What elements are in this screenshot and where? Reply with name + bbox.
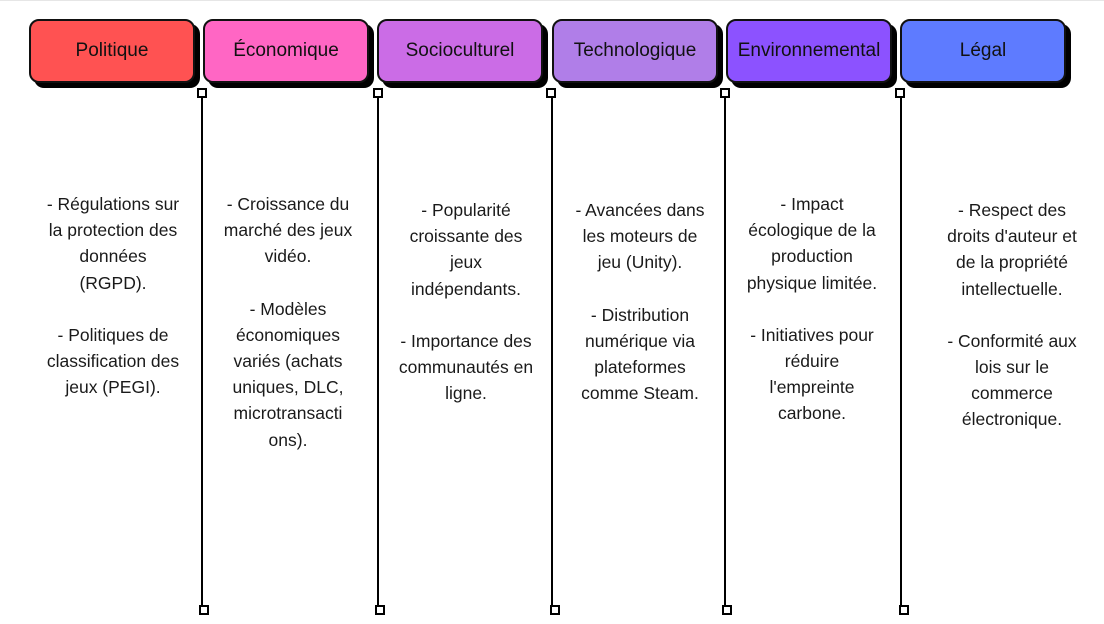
- connector-node-top: [895, 88, 905, 98]
- column-paragraph: - Politiques de classification des jeux …: [46, 324, 180, 398]
- column-paragraph: - Popularité croissante des jeux indépen…: [409, 200, 523, 299]
- column-paragraph: - Distribution numérique via plateformes…: [581, 304, 699, 404]
- column-text-economique: - Croissance du marché des jeux vidéo. -…: [219, 191, 357, 453]
- header-socioculturel: Socioculturel: [377, 19, 543, 83]
- column-text-legal: - Respect des droits d'auteur et de la p…: [942, 197, 1082, 433]
- connector-line: [551, 92, 553, 608]
- header-label: Économique: [233, 40, 339, 61]
- connector-line: [724, 92, 726, 608]
- connector-node-top: [720, 88, 730, 98]
- connector-node-bottom: [899, 605, 909, 615]
- connector-line: [900, 92, 902, 608]
- connector-node-top: [546, 88, 556, 98]
- header-label: Socioculturel: [405, 40, 515, 61]
- header-technologique: Technologique: [552, 19, 718, 83]
- column-paragraph: - Régulations sur la protection des donn…: [46, 194, 180, 293]
- column-paragraph: - Respect des droits d'auteur et de la p…: [947, 200, 1077, 299]
- column-paragraph: - Impact écologique de la production phy…: [746, 194, 878, 293]
- column-text-technologique: - Avancées dans les moteurs de jeu (Unit…: [571, 197, 709, 406]
- connector-line: [377, 92, 379, 608]
- header-label: Technologique: [573, 40, 697, 61]
- column-text-socioculturel: - Popularité croissante des jeux indépen…: [396, 197, 536, 406]
- column-paragraph: - Modèles économiques variés (achats uni…: [232, 298, 344, 450]
- column-paragraph: - Initiatives pour réduire l'empreinte c…: [750, 324, 874, 424]
- column-paragraph: - Conformité aux lois sur le commerce él…: [947, 330, 1077, 430]
- header-label: Politique: [75, 40, 149, 61]
- connector-node-top: [373, 88, 383, 98]
- column-paragraph: - Importance des communautés en ligne.: [398, 330, 534, 404]
- header-economique: Économique: [203, 19, 369, 83]
- header-environnemental: Environnemental: [726, 19, 892, 83]
- column-paragraph: - Avancées dans les moteurs de jeu (Unit…: [575, 200, 705, 273]
- column-paragraph: - Croissance du marché des jeux vidéo.: [223, 194, 353, 267]
- connector-node-top: [197, 88, 207, 98]
- header-label: Légal: [959, 40, 1007, 61]
- connector-node-bottom: [199, 605, 209, 615]
- connector-node-bottom: [375, 605, 385, 615]
- column-text-politique: - Régulations sur la protection des donn…: [44, 191, 182, 400]
- top-divider: [0, 0, 1104, 1]
- connector-node-bottom: [722, 605, 732, 615]
- header-label: Environnemental: [737, 40, 881, 61]
- header-legal: Légal: [900, 19, 1066, 83]
- column-text-environnemental: - Impact écologique de la production phy…: [743, 191, 881, 427]
- header-politique: Politique: [29, 19, 195, 83]
- connector-node-bottom: [550, 605, 560, 615]
- connector-line: [201, 92, 203, 608]
